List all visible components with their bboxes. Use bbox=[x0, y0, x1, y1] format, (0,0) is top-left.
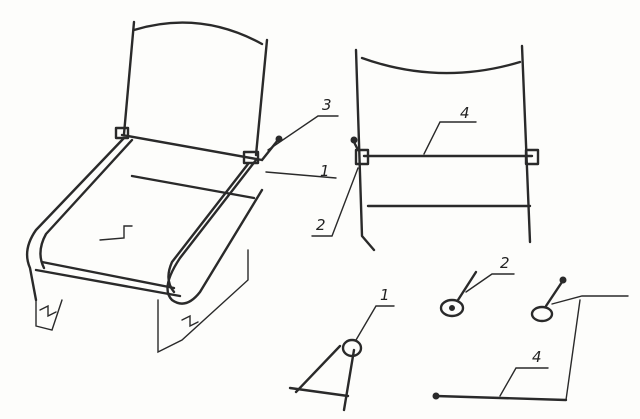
backrest-top-curve bbox=[132, 21, 264, 46]
bracket-leg-right bbox=[342, 348, 356, 412]
callout-2: 2 bbox=[316, 216, 326, 234]
lever-bushing bbox=[530, 305, 554, 323]
bushing-2-hole bbox=[449, 305, 455, 311]
chair-frame-assembly: 3 1 bbox=[25, 20, 339, 354]
rear-right-post bbox=[520, 44, 532, 244]
detail-callout-2: 2 bbox=[500, 254, 510, 272]
bushing-2-arm bbox=[456, 270, 478, 302]
backrest-left-rod bbox=[122, 20, 136, 136]
leader-detail-1 bbox=[355, 305, 395, 341]
lever-knob-detail bbox=[559, 276, 567, 284]
notch-1 bbox=[181, 314, 199, 328]
right-side-frame bbox=[166, 158, 264, 305]
leader-3 bbox=[267, 115, 339, 151]
leader-detail-2 bbox=[465, 273, 515, 293]
bracket-bushing bbox=[341, 338, 363, 358]
detail-part-4: 4 bbox=[432, 299, 581, 402]
front-cross-bar bbox=[120, 133, 264, 162]
detail-callout-1: 1 bbox=[380, 286, 390, 304]
notch-2 bbox=[39, 304, 57, 318]
callout-4: 4 bbox=[460, 104, 470, 122]
mid-rail bbox=[130, 174, 256, 200]
rear-lever-knob bbox=[350, 136, 358, 144]
rear-right-clamp bbox=[524, 148, 540, 166]
bracket-base bbox=[288, 386, 350, 398]
lower-rail bbox=[34, 268, 182, 298]
callout-3: 3 bbox=[322, 96, 332, 114]
right-side-frame-inner bbox=[167, 162, 250, 294]
lever-arm-detail bbox=[544, 280, 564, 308]
detail-part-2: 2 bbox=[439, 254, 515, 318]
leader-2 bbox=[311, 167, 359, 237]
right-base-plate bbox=[157, 249, 249, 354]
bracket-leg-left bbox=[294, 344, 342, 394]
detail-part-1: 1 bbox=[288, 286, 395, 412]
left-clamp bbox=[114, 126, 130, 140]
detail-callout-4: 4 bbox=[532, 348, 542, 366]
detail-lever bbox=[530, 276, 629, 323]
left-side-frame-inner bbox=[39, 138, 134, 270]
leader-4 bbox=[423, 121, 477, 155]
leader-1 bbox=[265, 171, 337, 179]
bushing-2 bbox=[439, 298, 465, 318]
lower-rail-2 bbox=[40, 260, 176, 290]
rear-left-clamp bbox=[354, 148, 370, 166]
leader-to-rod bbox=[551, 295, 629, 305]
backrest-right-rod bbox=[254, 38, 269, 157]
rod-link-line bbox=[565, 299, 581, 401]
rear-top-curve bbox=[360, 56, 522, 75]
left-base-plate bbox=[35, 299, 63, 331]
rear-frame-view: 4 2 bbox=[311, 44, 540, 252]
right-clamp bbox=[242, 150, 260, 165]
leader-detail-4 bbox=[499, 367, 549, 397]
rear-base-plate bbox=[99, 225, 133, 241]
rod-4 bbox=[434, 394, 568, 402]
lock-lever bbox=[260, 138, 280, 162]
rear-left-post bbox=[354, 48, 376, 252]
rod-4-head bbox=[432, 392, 440, 400]
left-side-frame bbox=[25, 136, 126, 302]
callout-1: 1 bbox=[320, 162, 330, 180]
